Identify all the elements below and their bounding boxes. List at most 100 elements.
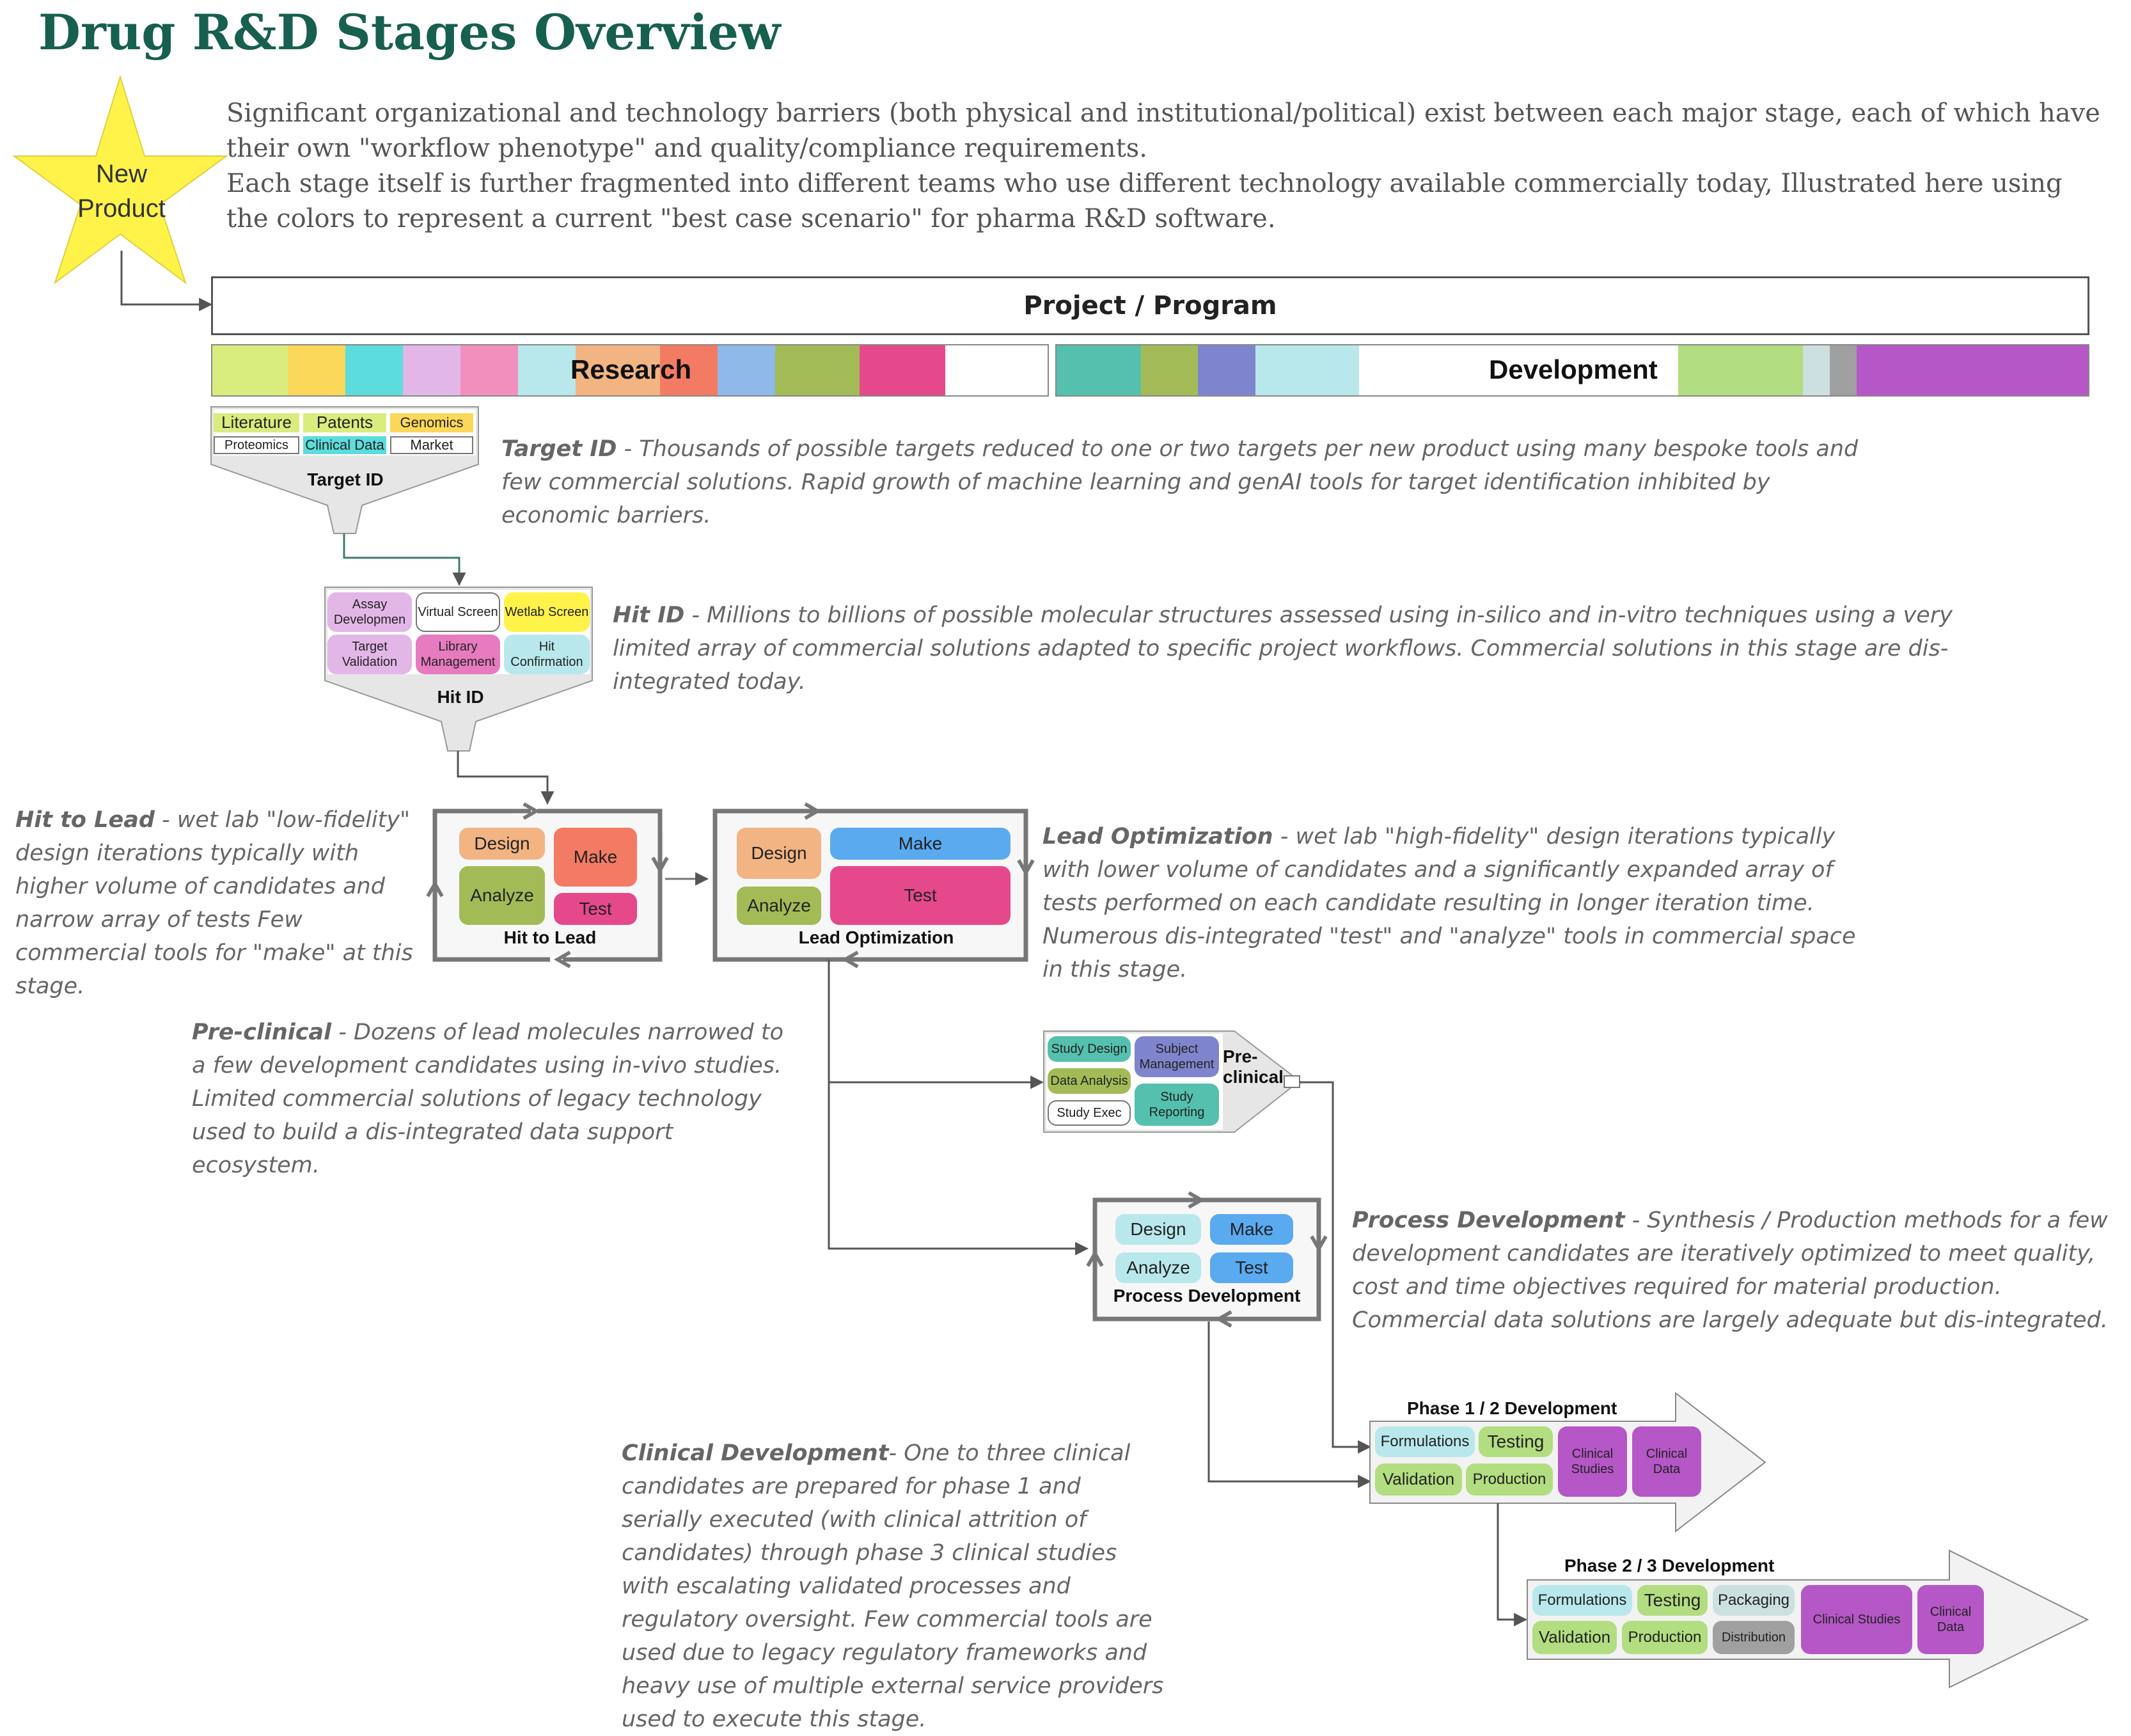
- clinical-desc-text: - One to three clinical candidates are p…: [622, 1440, 1164, 1732]
- target-item-clinical-data: Clinical Data: [303, 436, 386, 454]
- p23-formulations: Formulations: [1532, 1585, 1632, 1616]
- new-product-star: [12, 74, 229, 285]
- h2l-desc-title: Hit to Lead: [15, 807, 155, 833]
- dev-bar-segment: [1358, 345, 1678, 395]
- lo-design: Design: [737, 828, 821, 879]
- preclinical-label: Pre- clinical: [1223, 1046, 1287, 1087]
- dev-bar-segment: [1803, 345, 1830, 395]
- intro-line-1: Significant organizational and technolog…: [226, 99, 2100, 163]
- target-id-label: Target ID: [307, 470, 384, 489]
- target-item-market: Market: [390, 436, 473, 454]
- research-bar-segment: [212, 345, 288, 395]
- p23-clinical-data: Clinical Data: [1917, 1585, 1984, 1654]
- hit-item-library-management: Library Management: [416, 635, 500, 674]
- dev-bar-segment: [1140, 345, 1199, 395]
- process-dev-label: Process Development: [1113, 1286, 1301, 1306]
- p23-clinical-studies: Clinical Studies: [1801, 1585, 1912, 1654]
- hit-to-lead-label: Hit to Lead: [503, 927, 597, 947]
- lo-make: Make: [830, 828, 1010, 860]
- dev-bar-segment: [1255, 345, 1359, 395]
- p12-validation: Validation: [1375, 1464, 1462, 1495]
- dev-bar-segment: [1057, 345, 1141, 395]
- pd-desc-title: Process Development: [1352, 1208, 1625, 1233]
- research-bar-segment: [718, 345, 775, 395]
- h2l-desc-text: - wet lab "low-fidelity" design iteratio…: [15, 807, 413, 999]
- lead-opt-description: Lead Optimization - wet lab "high-fideli…: [1042, 820, 1874, 986]
- p23-packaging: Packaging: [1713, 1585, 1795, 1616]
- lo-analyze: Analyze: [737, 887, 821, 925]
- hit-item-target-validation: Target Validation: [327, 635, 412, 674]
- h2l-test: Test: [554, 893, 637, 925]
- lo-test: Test: [830, 866, 1010, 925]
- pd-make: Make: [1210, 1214, 1293, 1245]
- p12-clinical-studies: Clinical Studies: [1558, 1426, 1627, 1497]
- hit-to-h2l-connector: [457, 751, 554, 805]
- pc-label-1: Pre-: [1223, 1046, 1258, 1066]
- target-to-hit-connector: [343, 533, 466, 587]
- hit-item-wetlab-screen: Wetlab Screen: [504, 592, 590, 632]
- pc-study-design: Study Design: [1048, 1036, 1131, 1062]
- target-item-genomics: Genomics: [390, 413, 473, 432]
- p12-formulations: Formulations: [1375, 1426, 1475, 1457]
- p23-distribution: Distribution: [1713, 1621, 1795, 1654]
- h2l-analyze: Analyze: [459, 866, 545, 925]
- hit-item-virtual-screen: Virtual Screen: [416, 592, 500, 632]
- pd-test: Test: [1210, 1252, 1293, 1283]
- pc-data-analysis: Data Analysis: [1048, 1068, 1131, 1094]
- research-bar-segment: [860, 345, 945, 395]
- pc-desc-text: - Dozens of lead molecules narrowed to a…: [192, 1020, 783, 1178]
- pc-study-exec: Study Exec: [1048, 1100, 1131, 1126]
- pc-study-reporting: Study Reporting: [1135, 1084, 1219, 1126]
- target-item-patents: Patents: [303, 413, 386, 432]
- dev-bar-segment: [1830, 345, 1857, 395]
- research-bar-segment: [660, 345, 718, 395]
- h2l-design: Design: [459, 828, 545, 860]
- new-product-label: New Product: [58, 157, 185, 226]
- research-bar-segment: [460, 345, 518, 395]
- target-item-literature: Literature: [214, 413, 299, 432]
- dev-bar-segment: [1198, 345, 1256, 395]
- target-id-desc-title: Target ID: [501, 436, 617, 462]
- preclinical-description: Pre-clinical - Dozens of lead molecules …: [192, 1016, 799, 1182]
- hit-item-assay: Assay Developmen: [327, 592, 412, 632]
- p12-testing: Testing: [1479, 1426, 1553, 1457]
- pc-desc-title: Pre-clinical: [192, 1020, 332, 1045]
- h2l-make: Make: [554, 828, 637, 887]
- phase12-label: Phase 1 / 2 Development: [1407, 1398, 1617, 1418]
- p23-validation: Validation: [1532, 1621, 1617, 1654]
- p12-production: Production: [1466, 1464, 1553, 1495]
- project-program-bar: Project / Program: [211, 276, 2089, 335]
- star-line-1: New: [95, 160, 148, 188]
- intro-line-2: Each stage itself is further fragmented …: [226, 169, 2063, 233]
- dev-bar-segment: [1678, 345, 1804, 395]
- target-item-proteomics: Proteomics: [214, 436, 299, 454]
- clinical-description: Clinical Development- One to three clini…: [622, 1437, 1165, 1736]
- intro-text: Significant organizational and technolog…: [226, 96, 2107, 237]
- hit-id-label: Hit ID: [437, 687, 484, 707]
- page-title: Drug R&D Stages Overview: [38, 4, 781, 61]
- p23-production: Production: [1622, 1621, 1708, 1654]
- clinical-desc-title: Clinical Development: [622, 1440, 889, 1466]
- processdev-to-phase12-connector: [1207, 1322, 1372, 1488]
- development-stage-bar: Development: [1055, 344, 2089, 397]
- hit-id-desc-title: Hit ID: [613, 603, 685, 628]
- research-label: Research: [570, 354, 692, 384]
- p12-clinical-data: Clinical Data: [1632, 1426, 1701, 1497]
- phase23-label: Phase 2 / 3 Development: [1564, 1556, 1775, 1575]
- lo-desc-text: - wet lab "high-fidelity" design iterati…: [1042, 824, 1856, 982]
- p23-testing: Testing: [1637, 1585, 1708, 1616]
- research-bar-segment: [576, 345, 660, 395]
- research-bar-segment: [775, 345, 860, 395]
- dev-bar-segment: [1856, 345, 2088, 395]
- lo-desc-title: Lead Optimization: [1042, 824, 1273, 849]
- development-label: Development: [1489, 354, 1658, 384]
- pd-analyze: Analyze: [1115, 1252, 1201, 1283]
- leadopt-to-preclinical-connector: [828, 959, 1044, 1089]
- star-to-program-connector: [120, 251, 213, 312]
- hit-item-hit-confirmation: Hit Confirmation: [504, 635, 590, 674]
- pd-desc-text: - Synthesis / Production methods for a f…: [1352, 1208, 2108, 1333]
- pd-design: Design: [1115, 1214, 1201, 1245]
- research-bar-segment: [288, 345, 345, 395]
- leadopt-to-processdev-connector: [828, 1082, 1089, 1256]
- preclinical-to-phase12-connector: [1300, 1081, 1372, 1454]
